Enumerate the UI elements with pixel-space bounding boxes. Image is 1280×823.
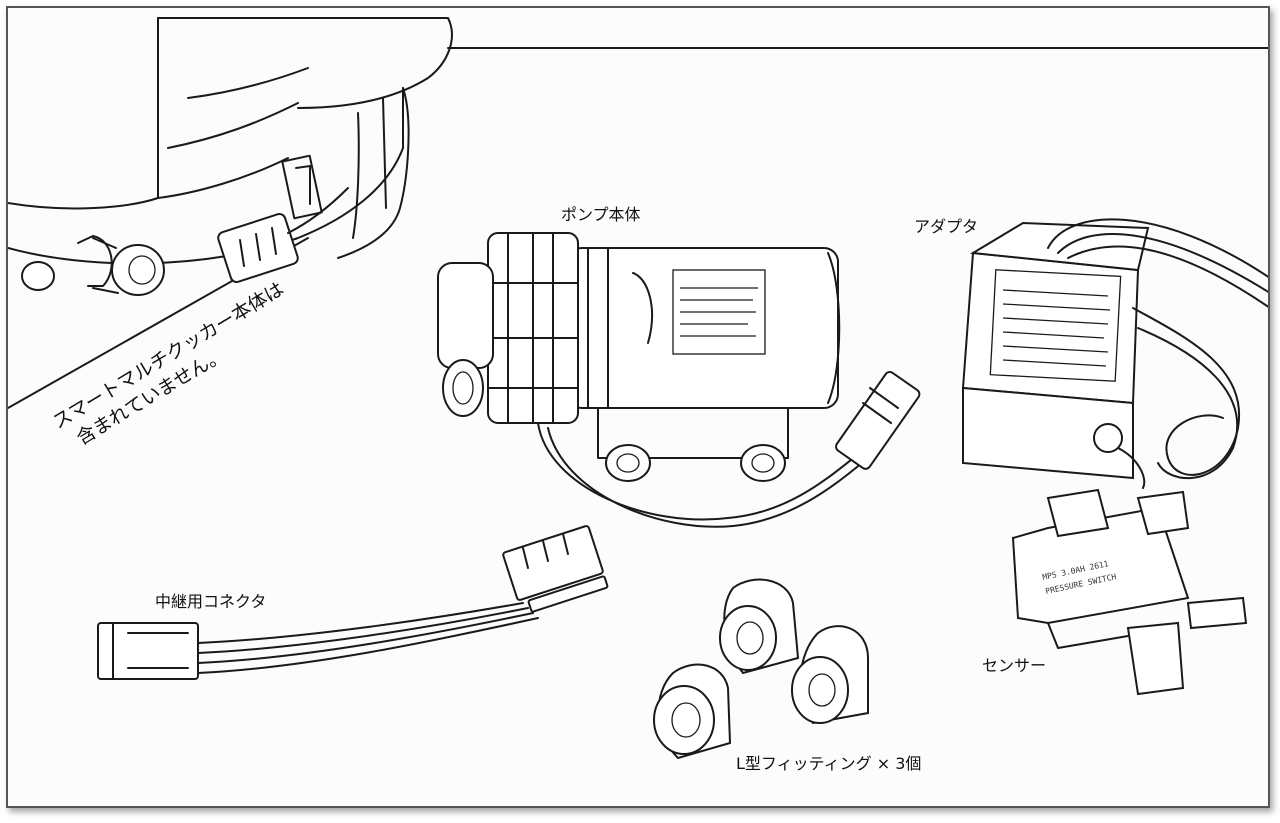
adapter-drawing [961, 218, 1268, 489]
parts-illustration: MPS 3.0AH 2611 PRESSURE SWITCH [8, 17, 1268, 760]
sensor-drawing: MPS 3.0AH 2611 PRESSURE SWITCH [1011, 488, 1248, 696]
diagram-frame: MPS 3.0AH 2611 PRESSURE SWITCH ポンプ本体 アダプ… [6, 6, 1270, 808]
relay-connector-drawing [97, 525, 609, 680]
label-fittings: L型フィッティング × 3個 [736, 754, 922, 773]
cooker-body-drawing [8, 17, 453, 409]
pump-drawing [437, 232, 921, 528]
label-sensor: センサー [982, 656, 1047, 675]
label-relay-connector: 中継用コネクタ [155, 592, 267, 611]
label-pump: ポンプ本体 [561, 205, 641, 224]
label-adapter: アダプタ [914, 217, 979, 236]
l-fittings-drawing [653, 578, 869, 760]
